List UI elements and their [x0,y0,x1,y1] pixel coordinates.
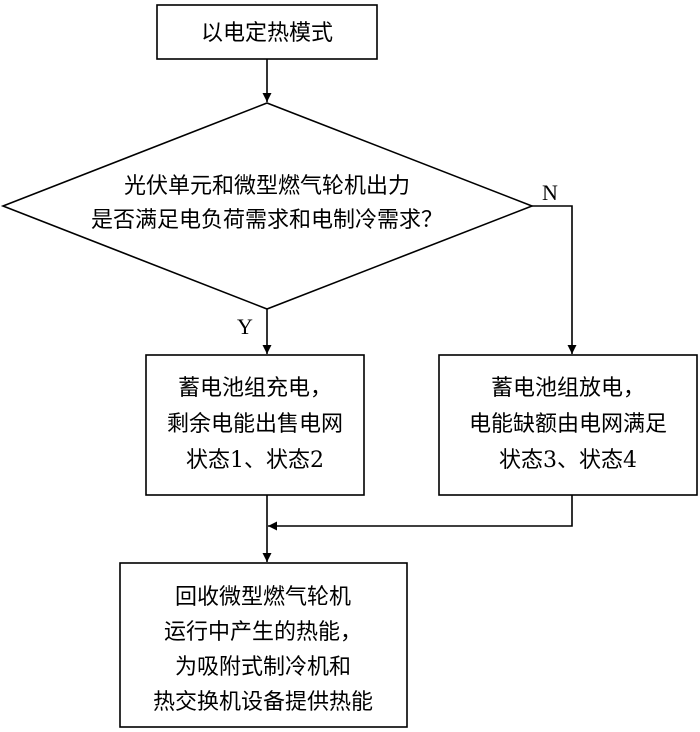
recover-line-4: 热交换机设备提供热能 [153,690,373,715]
charge-node: 蓄电池组充电， 剩余电能出售电网 状态1、状态2 [145,354,365,496]
recover-line-1: 回收微型燃气轮机 [175,585,351,610]
discharge-line-2: 电能缺额由电网满足 [469,412,667,437]
charge-box [145,354,365,496]
arrow-discharge-to-merge [268,495,573,531]
recover-node: 回收微型燃气轮机 运行中产生的热能， 为吸附式制冷机和 热交换机设备提供热能 [119,562,408,728]
start-box [156,4,378,60]
recover-box [119,562,408,728]
start-node: 以电定热模式 [156,4,378,60]
arrow-no-branch [532,205,577,354]
yes-label: Y [237,314,253,339]
decision-node: 光伏单元和微型燃气轮机出力 是否满足电负荷需求和电制冷需求？ [0,102,535,310]
recover-line-3: 为吸附式制冷机和 [175,655,351,680]
no-label: N [542,180,558,205]
discharge-node: 蓄电池组放电， 电能缺额由电网满足 状态3、状态4 [438,354,698,496]
charge-line-1: 蓄电池组充电， [178,376,332,401]
decision-line-1: 光伏单元和微型燃气轮机出力 [124,174,410,199]
start-text: 以电定热模式 [201,21,333,46]
recover-line-2: 运行中产生的热能， [164,620,362,645]
discharge-line-1: 蓄电池组放电， [491,376,645,401]
decision-diamond [0,102,535,310]
discharge-box [438,354,698,496]
decision-line-2: 是否满足电负荷需求和电制冷需求？ [91,208,443,233]
charge-line-2: 剩余电能出售电网 [167,412,343,437]
discharge-line-3: 状态3、状态4 [499,448,637,473]
charge-line-3: 状态1、状态2 [186,448,324,473]
